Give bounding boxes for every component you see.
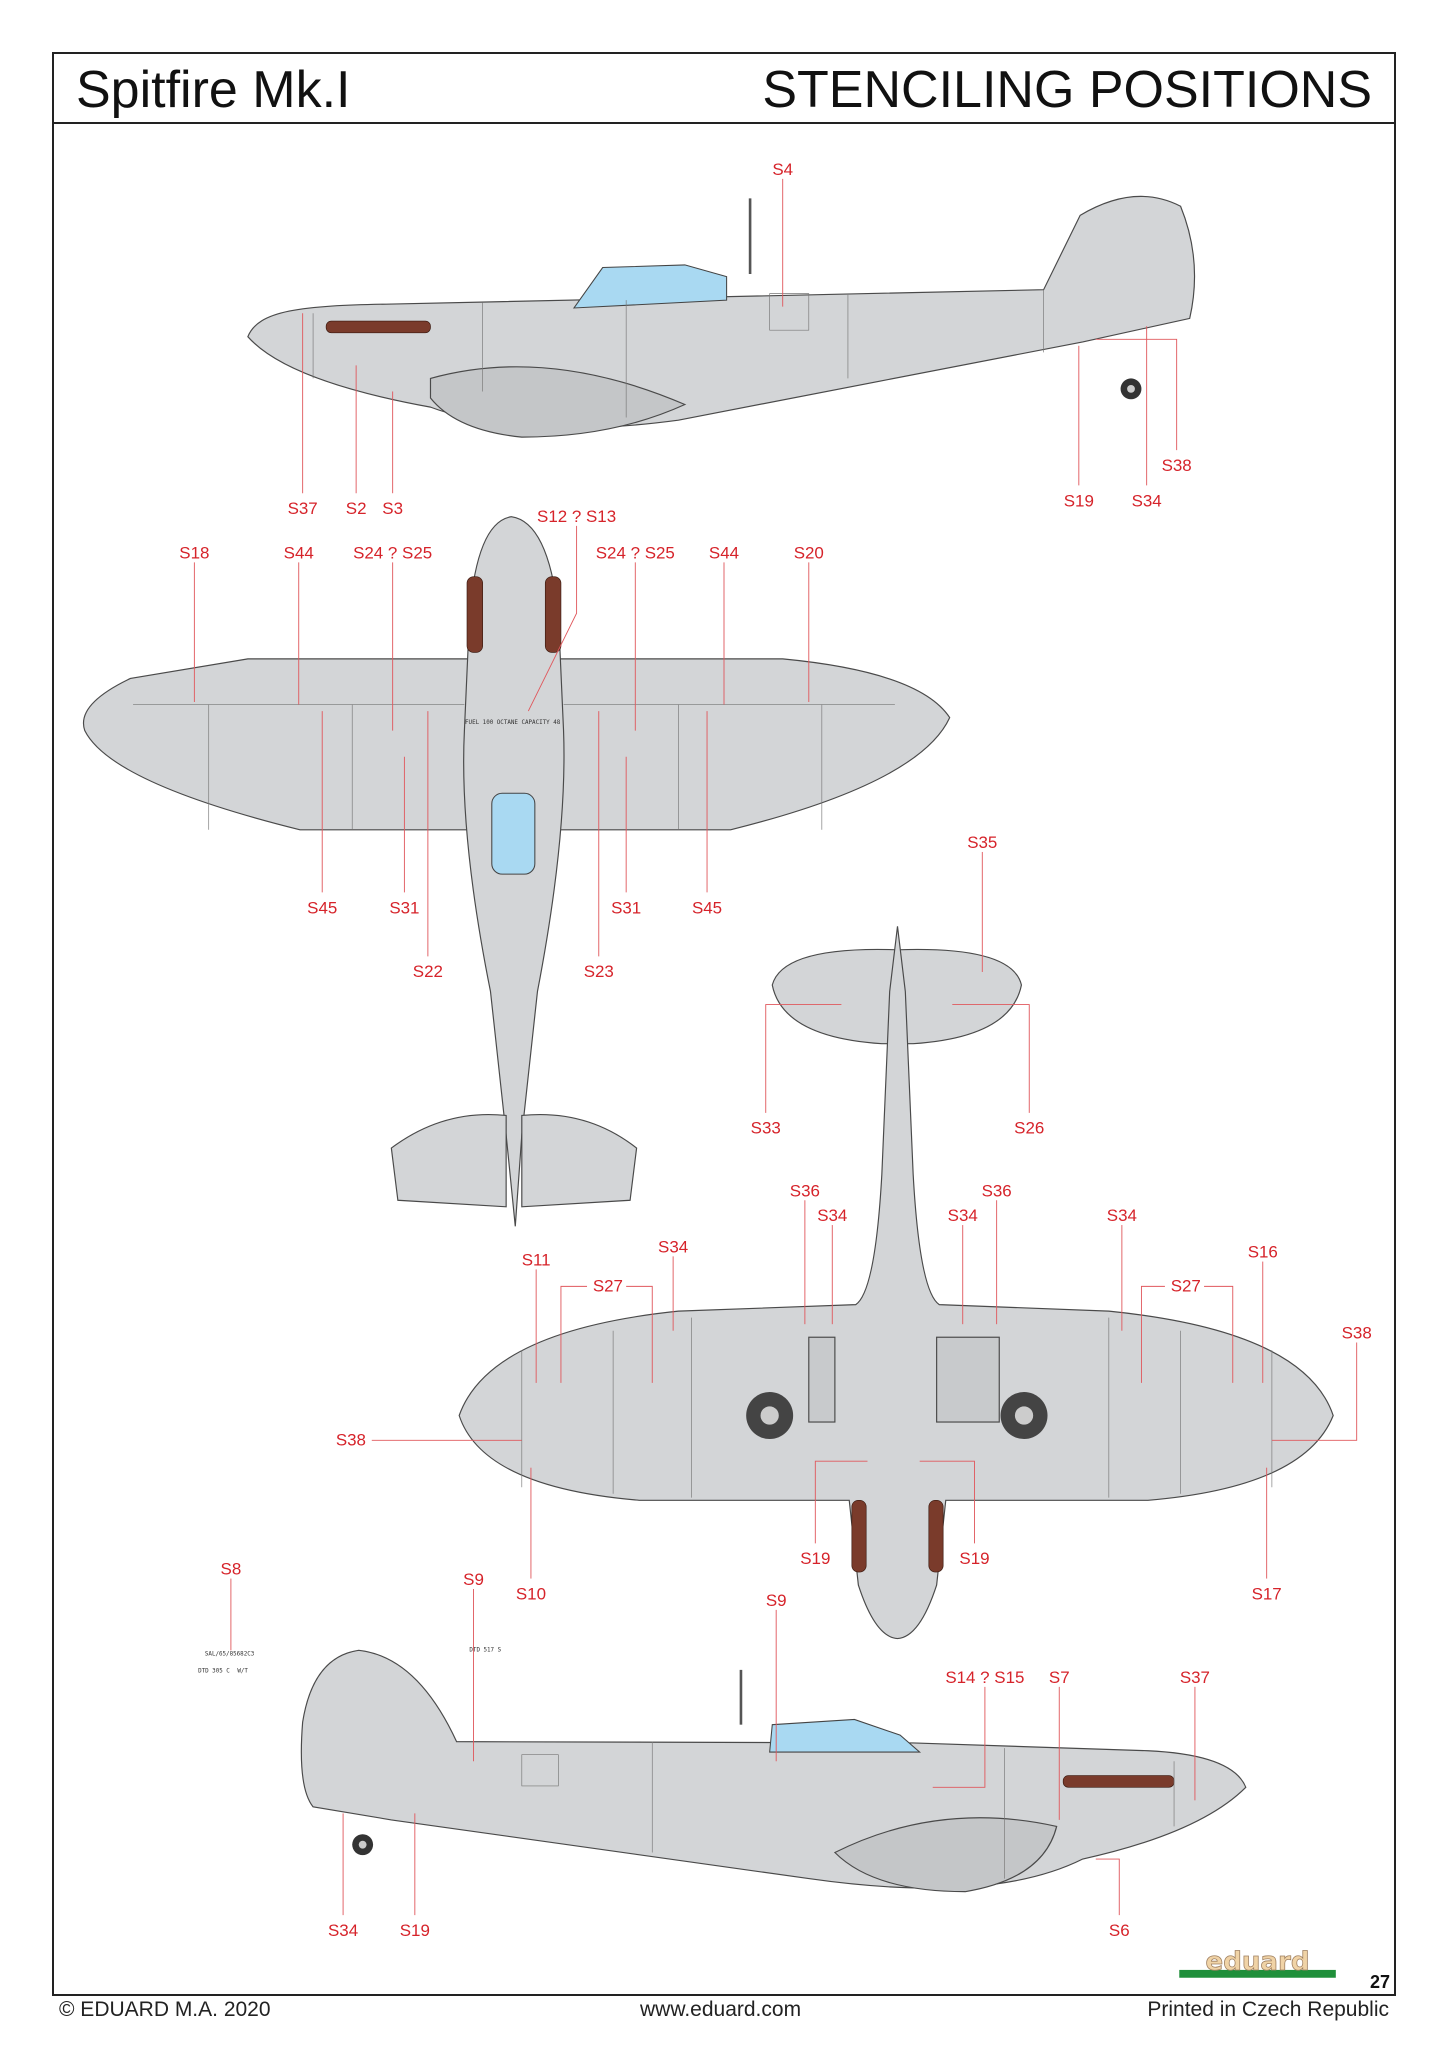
stencil-label: S19 xyxy=(959,1549,989,1568)
bottom-view xyxy=(458,926,1334,1640)
stencil-label: S12 ? S13 xyxy=(537,507,616,526)
top-view: FUEL 100 OCTANE CAPACITY 48 xyxy=(83,516,951,1227)
page-frame xyxy=(52,52,1396,1996)
stencil-wt: W/T xyxy=(237,1668,248,1674)
leader-line xyxy=(1204,1285,1234,1383)
stencil-label: S37 xyxy=(1180,1668,1210,1687)
leader-line xyxy=(527,525,578,712)
leader-line xyxy=(765,1004,842,1113)
stencil-label: S38 xyxy=(1162,456,1192,475)
stencil-dtd517: DTD 517 S xyxy=(469,1648,501,1654)
section-title: STENCILING POSITIONS xyxy=(762,61,1372,119)
stencil-label: S10 xyxy=(516,1584,546,1603)
side-view-right: SAL/65/85682C3 DTD 305 C W/T DTD 517 S xyxy=(198,1648,1247,1893)
stencil-label: S9 xyxy=(463,1570,484,1589)
stencil-label: S22 xyxy=(413,962,443,981)
stencil-label: S2 xyxy=(346,499,367,518)
stencil-label: S26 xyxy=(1014,1119,1044,1138)
stencil-label: S19 xyxy=(800,1549,830,1568)
stencil-label: S24 ? S25 xyxy=(596,543,675,562)
copyright: © EDUARD M.A. 2020 xyxy=(59,1998,271,2021)
stencil-label: S4 xyxy=(772,160,793,179)
stencil-label: S16 xyxy=(1248,1243,1278,1262)
leader-line xyxy=(919,1460,975,1544)
eduard-logo: eduard xyxy=(1179,1947,1336,1978)
stencil-label: S33 xyxy=(751,1119,781,1138)
stencil-label: S34 xyxy=(948,1206,978,1225)
stencil-dtd305: DTD 305 C xyxy=(198,1668,230,1674)
stencil-label: S18 xyxy=(179,543,209,562)
exhausts-bottom xyxy=(851,1499,944,1573)
leader-line xyxy=(932,1686,986,1788)
stencil-fuel: FUEL 100 OCTANE CAPACITY 48 xyxy=(465,720,561,726)
stencil-label: S36 xyxy=(790,1181,820,1200)
aircraft-title: Spitfire Mk.I xyxy=(76,61,351,119)
stencil-label: S34 xyxy=(817,1206,847,1225)
leader-line xyxy=(1095,1858,1120,1916)
stencil-label: S6 xyxy=(1109,1921,1130,1940)
stencil-label: S37 xyxy=(288,499,318,518)
leader-line xyxy=(814,1460,868,1544)
stencil-label: S36 xyxy=(982,1181,1012,1200)
header-divider xyxy=(52,122,1396,124)
stencil-label: S34 xyxy=(658,1237,688,1256)
stencil-label: S20 xyxy=(794,543,824,562)
stencil-label: S19 xyxy=(400,1921,430,1940)
stencil-label: S38 xyxy=(1342,1324,1372,1343)
leader-line xyxy=(560,1285,588,1383)
stencil-label: S23 xyxy=(584,962,614,981)
side-view-left xyxy=(247,195,1196,438)
stencil-label: S38 xyxy=(336,1431,366,1450)
stencil-label: S11 xyxy=(522,1250,551,1269)
stencil-label: S45 xyxy=(307,898,337,917)
stencil-label: S27 xyxy=(1171,1277,1201,1296)
svg-text:eduard: eduard xyxy=(1206,1947,1310,1977)
exhausts-top xyxy=(466,576,562,653)
stencil-label: S44 xyxy=(284,543,314,562)
stencil-fin-serial: SAL/65/85682C3 xyxy=(205,1652,255,1658)
stencil-label: S8 xyxy=(221,1560,242,1579)
stencil-label: S14 ? S15 xyxy=(945,1668,1024,1687)
stencil-label: S17 xyxy=(1252,1584,1282,1603)
stencil-label: S3 xyxy=(382,499,403,518)
leader-lines xyxy=(193,178,1358,1916)
stencil-label: S44 xyxy=(709,543,739,562)
stencil-label: S34 xyxy=(328,1921,358,1940)
leader-line xyxy=(1271,1342,1358,1441)
stencil-label: S45 xyxy=(692,898,722,917)
page-number: 27 xyxy=(1369,1972,1390,1992)
website-link[interactable]: www.eduard.com xyxy=(640,1998,802,2021)
printed-in: Printed in Czech Republic xyxy=(1147,1998,1389,2021)
stencil-label: S31 xyxy=(611,898,641,917)
leader-line xyxy=(626,1285,653,1383)
stencil-label: S27 xyxy=(593,1277,623,1296)
stencil-label: S31 xyxy=(389,898,419,917)
leader-line xyxy=(1140,1285,1165,1383)
stencil-label: S19 xyxy=(1064,491,1094,510)
stencil-label: S35 xyxy=(967,833,997,852)
stencil-label: S9 xyxy=(766,1591,787,1610)
stencil-label: S34 xyxy=(1132,491,1162,510)
stencil-label: S34 xyxy=(1107,1206,1137,1225)
leader-line xyxy=(952,1004,1030,1113)
leader-line xyxy=(1095,338,1178,451)
stencil-label: S24 ? S25 xyxy=(353,543,432,562)
stencil-label: S7 xyxy=(1049,1668,1070,1687)
